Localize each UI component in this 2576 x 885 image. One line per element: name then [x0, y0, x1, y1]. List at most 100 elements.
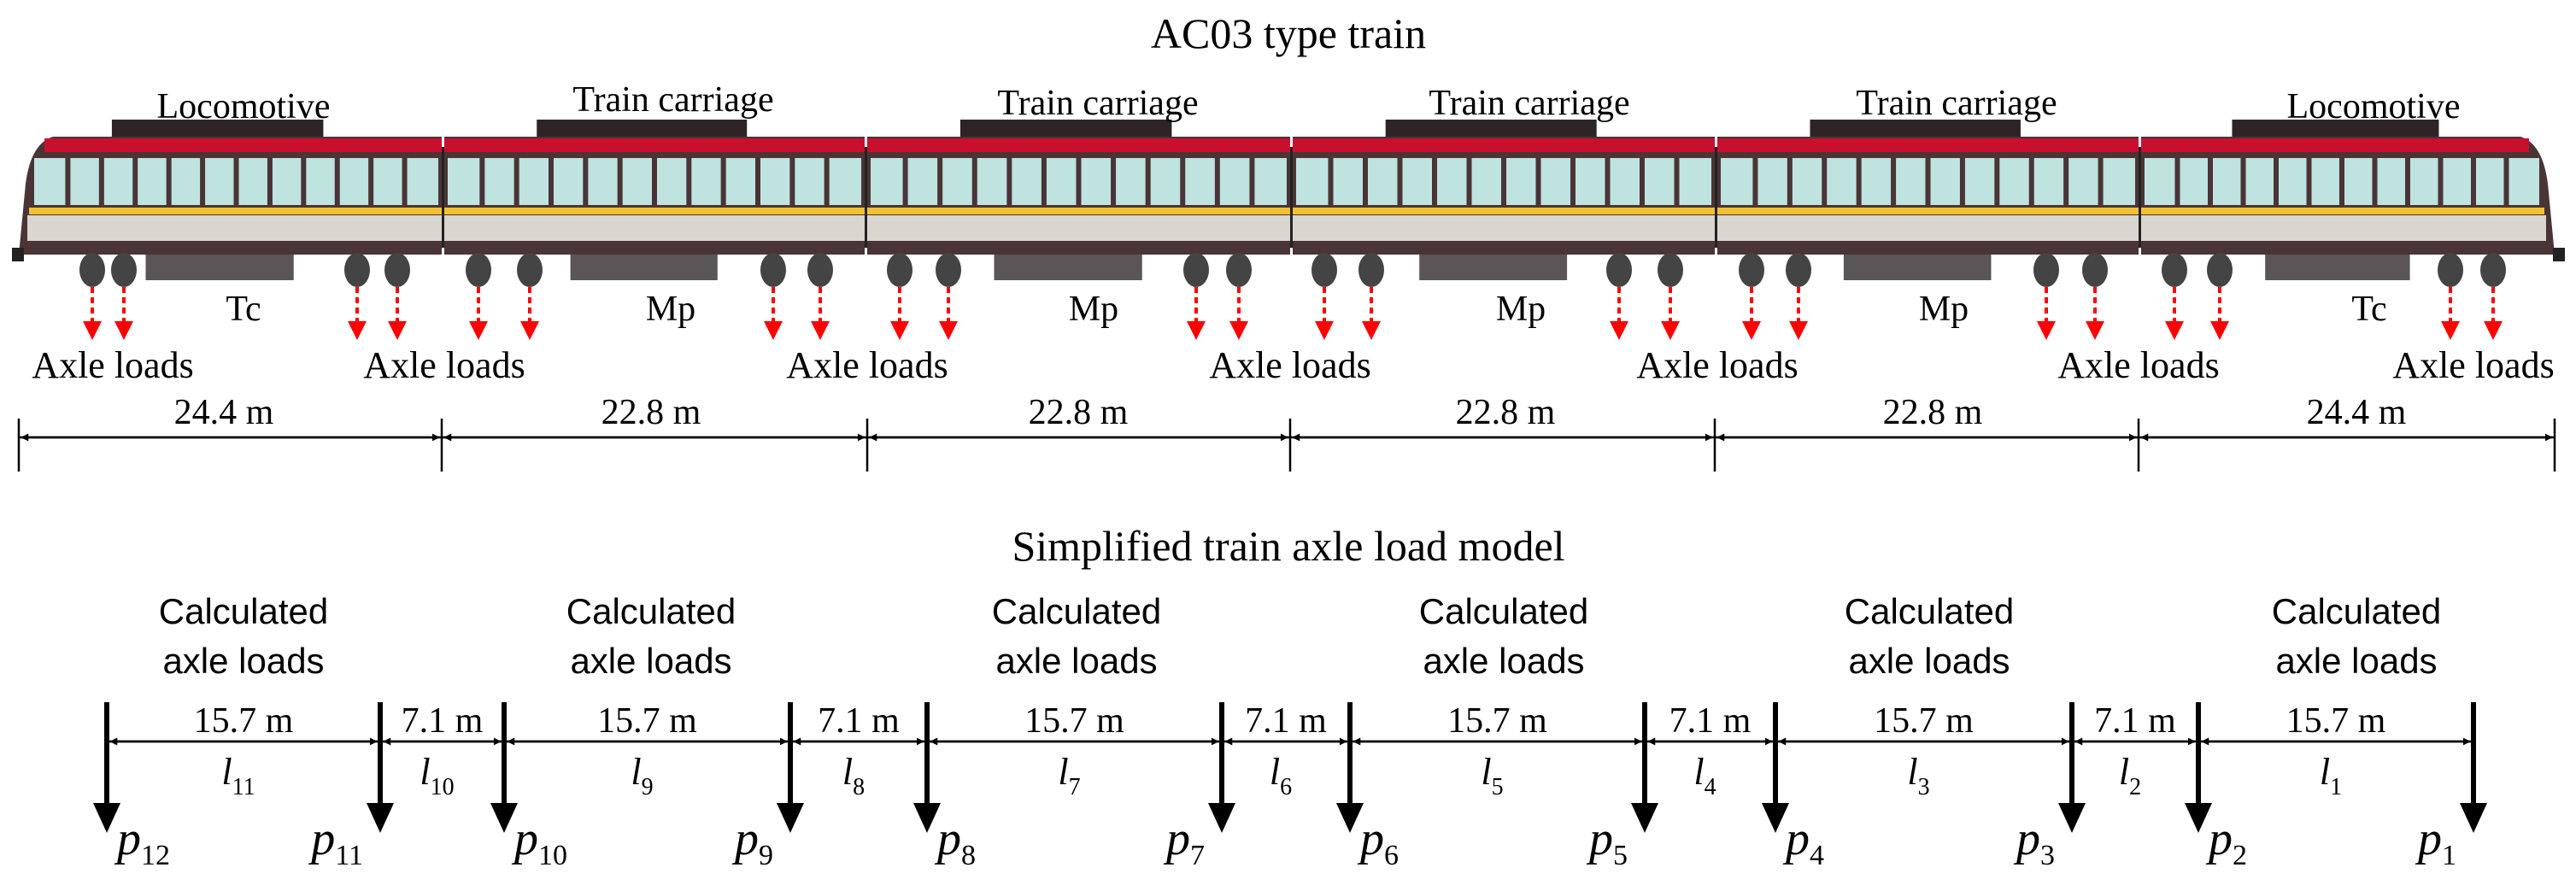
- load-arrow-4-head: [777, 803, 804, 833]
- car-length-4: 22.8 m: [1456, 393, 1556, 432]
- wheel: [384, 253, 410, 287]
- wheel: [2480, 253, 2506, 287]
- calc-label-2-line1: Calculated: [566, 591, 736, 631]
- wheel: [807, 253, 833, 287]
- roof-unit: [537, 120, 748, 138]
- wheel: [79, 253, 105, 287]
- car-label-4: Train carriage: [1429, 84, 1629, 123]
- span-symbol-3: l9: [631, 751, 653, 800]
- window-divider: [789, 158, 795, 205]
- span-length-7: 15.7 m: [1447, 701, 1547, 741]
- span-symbol-11: l1: [2320, 751, 2342, 800]
- span-symbol-2: l10: [420, 751, 454, 800]
- car-length-5: 22.8 m: [1883, 393, 1983, 432]
- calc-label-3-line2: axle loads: [995, 641, 1157, 681]
- window-divider: [2471, 158, 2476, 205]
- span-symbol-8: l4: [1693, 751, 1716, 800]
- calc-label-4-line2: axle loads: [1423, 641, 1584, 681]
- load-symbol-6: p7: [1163, 812, 1205, 871]
- load-arrow-9-head: [1762, 803, 1789, 833]
- train-illustration: [12, 120, 2565, 340]
- wheel: [2162, 253, 2187, 287]
- axle-load-arrow-head: [1742, 321, 1761, 340]
- wheel: [466, 253, 491, 287]
- axle-load-arrow-head: [1661, 321, 1680, 340]
- car-length-1: 24.4 m: [174, 393, 274, 432]
- roof-unit: [959, 120, 1172, 138]
- window-divider: [479, 158, 485, 205]
- window-divider: [1006, 158, 1012, 205]
- axle-load-arrow-head: [1187, 321, 1206, 340]
- window-divider: [2339, 158, 2344, 205]
- car-type-2: Mp: [646, 290, 695, 329]
- window-divider: [1466, 158, 1472, 205]
- train-car-4: [1293, 120, 1717, 340]
- load-symbol-12: p1: [2415, 812, 2456, 871]
- span-length-10: 7.1 m: [2094, 701, 2176, 741]
- underframe-box: [1419, 255, 1568, 280]
- axle-load-arrow-head: [1610, 321, 1628, 340]
- lower-panel: [444, 215, 865, 241]
- yellow-stripe: [1293, 208, 1715, 214]
- lower-panel: [867, 215, 1290, 241]
- window-divider: [617, 158, 623, 205]
- window-divider: [65, 158, 71, 205]
- calculated-axle-loads-labels: Calculated axle loads Calculated axle lo…: [159, 591, 2441, 681]
- window-divider: [1994, 158, 2000, 205]
- window-divider: [1397, 158, 1403, 205]
- window-divider: [2274, 158, 2279, 205]
- axle-load-arrow-head: [114, 321, 133, 340]
- roof-unit: [111, 120, 324, 138]
- red-band: [444, 138, 865, 152]
- axle-load-arrow-head: [83, 321, 102, 340]
- underframe-box: [570, 255, 718, 280]
- car-type-3: Mp: [1069, 290, 1118, 329]
- window-divider: [2063, 158, 2069, 205]
- car-length-6: 24.4 m: [2307, 393, 2407, 432]
- calc-label-4-line1: Calculated: [1419, 591, 1588, 631]
- wheel: [517, 253, 543, 287]
- window-divider: [583, 158, 589, 205]
- window-divider: [1787, 158, 1793, 205]
- roof-unit: [2232, 120, 2439, 138]
- load-arrow-5-head: [913, 803, 941, 833]
- window-divider: [1640, 158, 1645, 205]
- window-divider: [1674, 158, 1680, 205]
- window-divider: [1925, 158, 1931, 205]
- load-symbol-1: p12: [114, 812, 170, 871]
- axle-load-labels: Axle loads Axle loads Axle loads Axle lo…: [32, 344, 2554, 386]
- wheel: [344, 253, 370, 287]
- wheel: [2033, 253, 2059, 287]
- window-divider: [2438, 158, 2444, 205]
- wheel: [1786, 253, 1811, 287]
- yellow-stripe: [2141, 208, 2544, 214]
- front-coupler-left: [12, 248, 24, 261]
- window-divider: [1249, 158, 1255, 205]
- roof-unit: [1810, 120, 2021, 138]
- span-length-1: 15.7 m: [194, 701, 294, 741]
- span-symbol-7: l5: [1481, 751, 1503, 800]
- yellow-stripe: [29, 208, 442, 214]
- load-symbol-11: p2: [2205, 812, 2247, 871]
- span-length-11: 15.7 m: [2286, 701, 2386, 741]
- axle-loads-label-7: Axle loads: [2392, 344, 2554, 386]
- window-divider: [368, 158, 374, 205]
- window-divider: [2372, 158, 2378, 205]
- axle-load-arrow-head: [811, 321, 830, 340]
- lower-panel: [2141, 215, 2546, 241]
- window-divider: [1111, 158, 1117, 205]
- window-divider: [1432, 158, 1437, 205]
- underframe-box: [994, 255, 1142, 280]
- car-length-2: 22.8 m: [601, 393, 701, 432]
- axle-loads-label-1: Axle loads: [32, 344, 193, 386]
- axle-load-arrow-head: [520, 321, 539, 340]
- underframe-box: [1843, 255, 1992, 280]
- wheel: [887, 253, 912, 287]
- calc-label-6-line1: Calculated: [2272, 591, 2441, 631]
- wheel: [2207, 253, 2233, 287]
- load-arrow-1-head: [93, 803, 120, 833]
- load-arrow-11-head: [2185, 803, 2212, 833]
- underframe-box: [145, 255, 294, 280]
- axle-load-arrow-head: [1789, 321, 1808, 340]
- axle-load-arrow-head: [2165, 321, 2184, 340]
